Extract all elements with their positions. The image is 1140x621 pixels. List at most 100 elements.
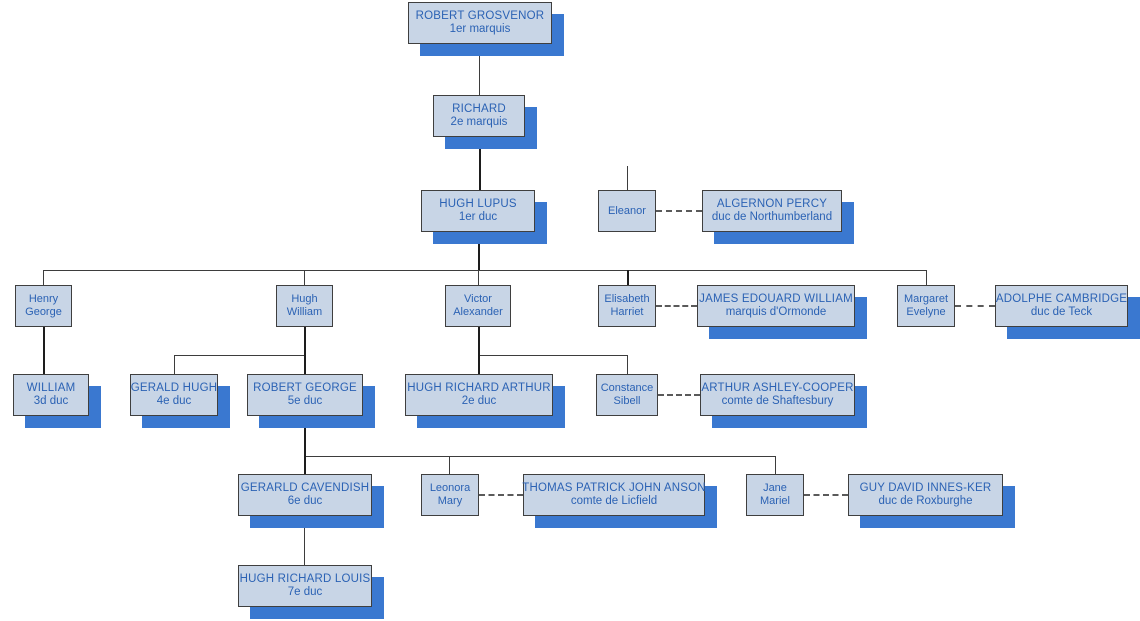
connector-hugh-lupus-to-spouse-stub xyxy=(627,166,628,190)
node-name: Hugh xyxy=(291,293,318,306)
node-name: Henry xyxy=(28,293,59,306)
marriage-link-eleanor-algernon xyxy=(656,210,702,212)
connector-richard-to-hugh-lupus xyxy=(479,137,481,190)
node-title: 7e duc xyxy=(287,586,323,598)
node-name: ROBERT GEORGE xyxy=(253,381,357,394)
node-title: 1er marquis xyxy=(449,23,511,35)
node-title: George xyxy=(25,306,62,318)
node-name: JAMES EDOUARD WILLIAM xyxy=(699,292,853,305)
node-title: Harriet xyxy=(610,306,644,318)
node-name: RICHARD xyxy=(452,102,506,115)
connector-victor-down xyxy=(478,327,480,355)
connector-drop-hugh2e xyxy=(478,355,480,374)
connector-drop-jane xyxy=(775,456,776,474)
node-name: Victor xyxy=(464,293,492,306)
connector-drop-henry xyxy=(43,270,44,285)
node-title: 4e duc xyxy=(156,395,192,407)
node-name: ARTHUR ASHLEY-COOPER xyxy=(701,381,854,394)
connector-drop-gerald4 xyxy=(174,355,175,374)
connector-drop-robert5 xyxy=(304,355,306,374)
node-title: 1er duc xyxy=(458,211,498,223)
node-name: Jane xyxy=(763,482,787,495)
connector-hugh-william-children-bar xyxy=(174,355,304,356)
connector-drop-leonora xyxy=(449,456,450,474)
connector-drop-margaret xyxy=(926,270,927,285)
node-name: HUGH RICHARD ARTHUR xyxy=(407,381,551,394)
node-name: GERALD HUGH xyxy=(130,381,218,394)
connector-drop-hugh xyxy=(304,270,305,285)
connector-drop-constance xyxy=(627,355,628,374)
marriage-link-constance-arthur xyxy=(658,394,700,396)
node-title: duc de Roxburghe xyxy=(878,495,973,507)
connector-henry-down xyxy=(43,327,45,374)
node-name: WILLIAM xyxy=(26,381,76,394)
node-title: Evelyne xyxy=(906,306,946,318)
connector-robert5-children-bar xyxy=(304,456,775,457)
node-name: ROBERT GROSVENOR xyxy=(415,9,545,22)
node-eleanor[interactable]: Eleanor xyxy=(598,190,656,232)
node-name: ALGERNON PERCY xyxy=(716,197,828,210)
connector-hugh-down xyxy=(304,327,306,355)
node-name: THOMAS PATRICK JOHN ANSON xyxy=(522,481,706,494)
node-title: Mary xyxy=(437,495,463,507)
node-name: GUY DAVID INNES-KER xyxy=(859,481,992,494)
node-name: Eleanor xyxy=(608,204,646,217)
node-title: 3d duc xyxy=(33,395,69,407)
node-title: comte de Licfield xyxy=(570,495,658,507)
marriage-link-leonora-thomas xyxy=(479,494,523,496)
node-name: GERARLD CAVENDISH xyxy=(240,481,370,494)
connector-hugh-lupus-children-bar xyxy=(43,270,926,271)
connector-drop-elisabeth xyxy=(627,270,629,285)
node-title: Alexander xyxy=(453,306,503,318)
node-title: duc de Northumberland xyxy=(711,211,833,223)
connector-drop-gerarld6 xyxy=(304,456,306,474)
node-title: 2e duc xyxy=(461,395,497,407)
node-name: Margaret xyxy=(903,293,949,306)
marriage-link-margaret-adolphe xyxy=(955,305,995,307)
node-title: 5e duc xyxy=(287,395,323,407)
marriage-link-jane-guy xyxy=(804,494,848,496)
connector-robert-to-richard xyxy=(479,44,480,95)
node-title: Sibell xyxy=(613,395,641,407)
connector-drop-victor xyxy=(478,270,479,285)
node-title: William xyxy=(286,306,323,318)
node-name: Elisabeth xyxy=(604,293,650,306)
node-name: Constance xyxy=(600,382,654,395)
marriage-link-elisabeth-james xyxy=(656,305,697,307)
connector-victor-children-bar xyxy=(478,355,627,356)
node-name: ADOLPHE CAMBRIDGE xyxy=(995,292,1128,305)
node-name: Leonora xyxy=(429,482,471,495)
node-title: comte de Shaftesbury xyxy=(721,395,834,407)
node-title: 2e marquis xyxy=(450,116,508,128)
node-title: marquis d'Ormonde xyxy=(725,306,827,318)
node-title: Mariel xyxy=(760,495,790,507)
connector-hugh-lupus-down xyxy=(478,232,480,270)
connector-robert5-down xyxy=(304,416,306,456)
node-name: HUGH LUPUS xyxy=(439,197,517,210)
node-title: duc de Teck xyxy=(1030,306,1093,318)
